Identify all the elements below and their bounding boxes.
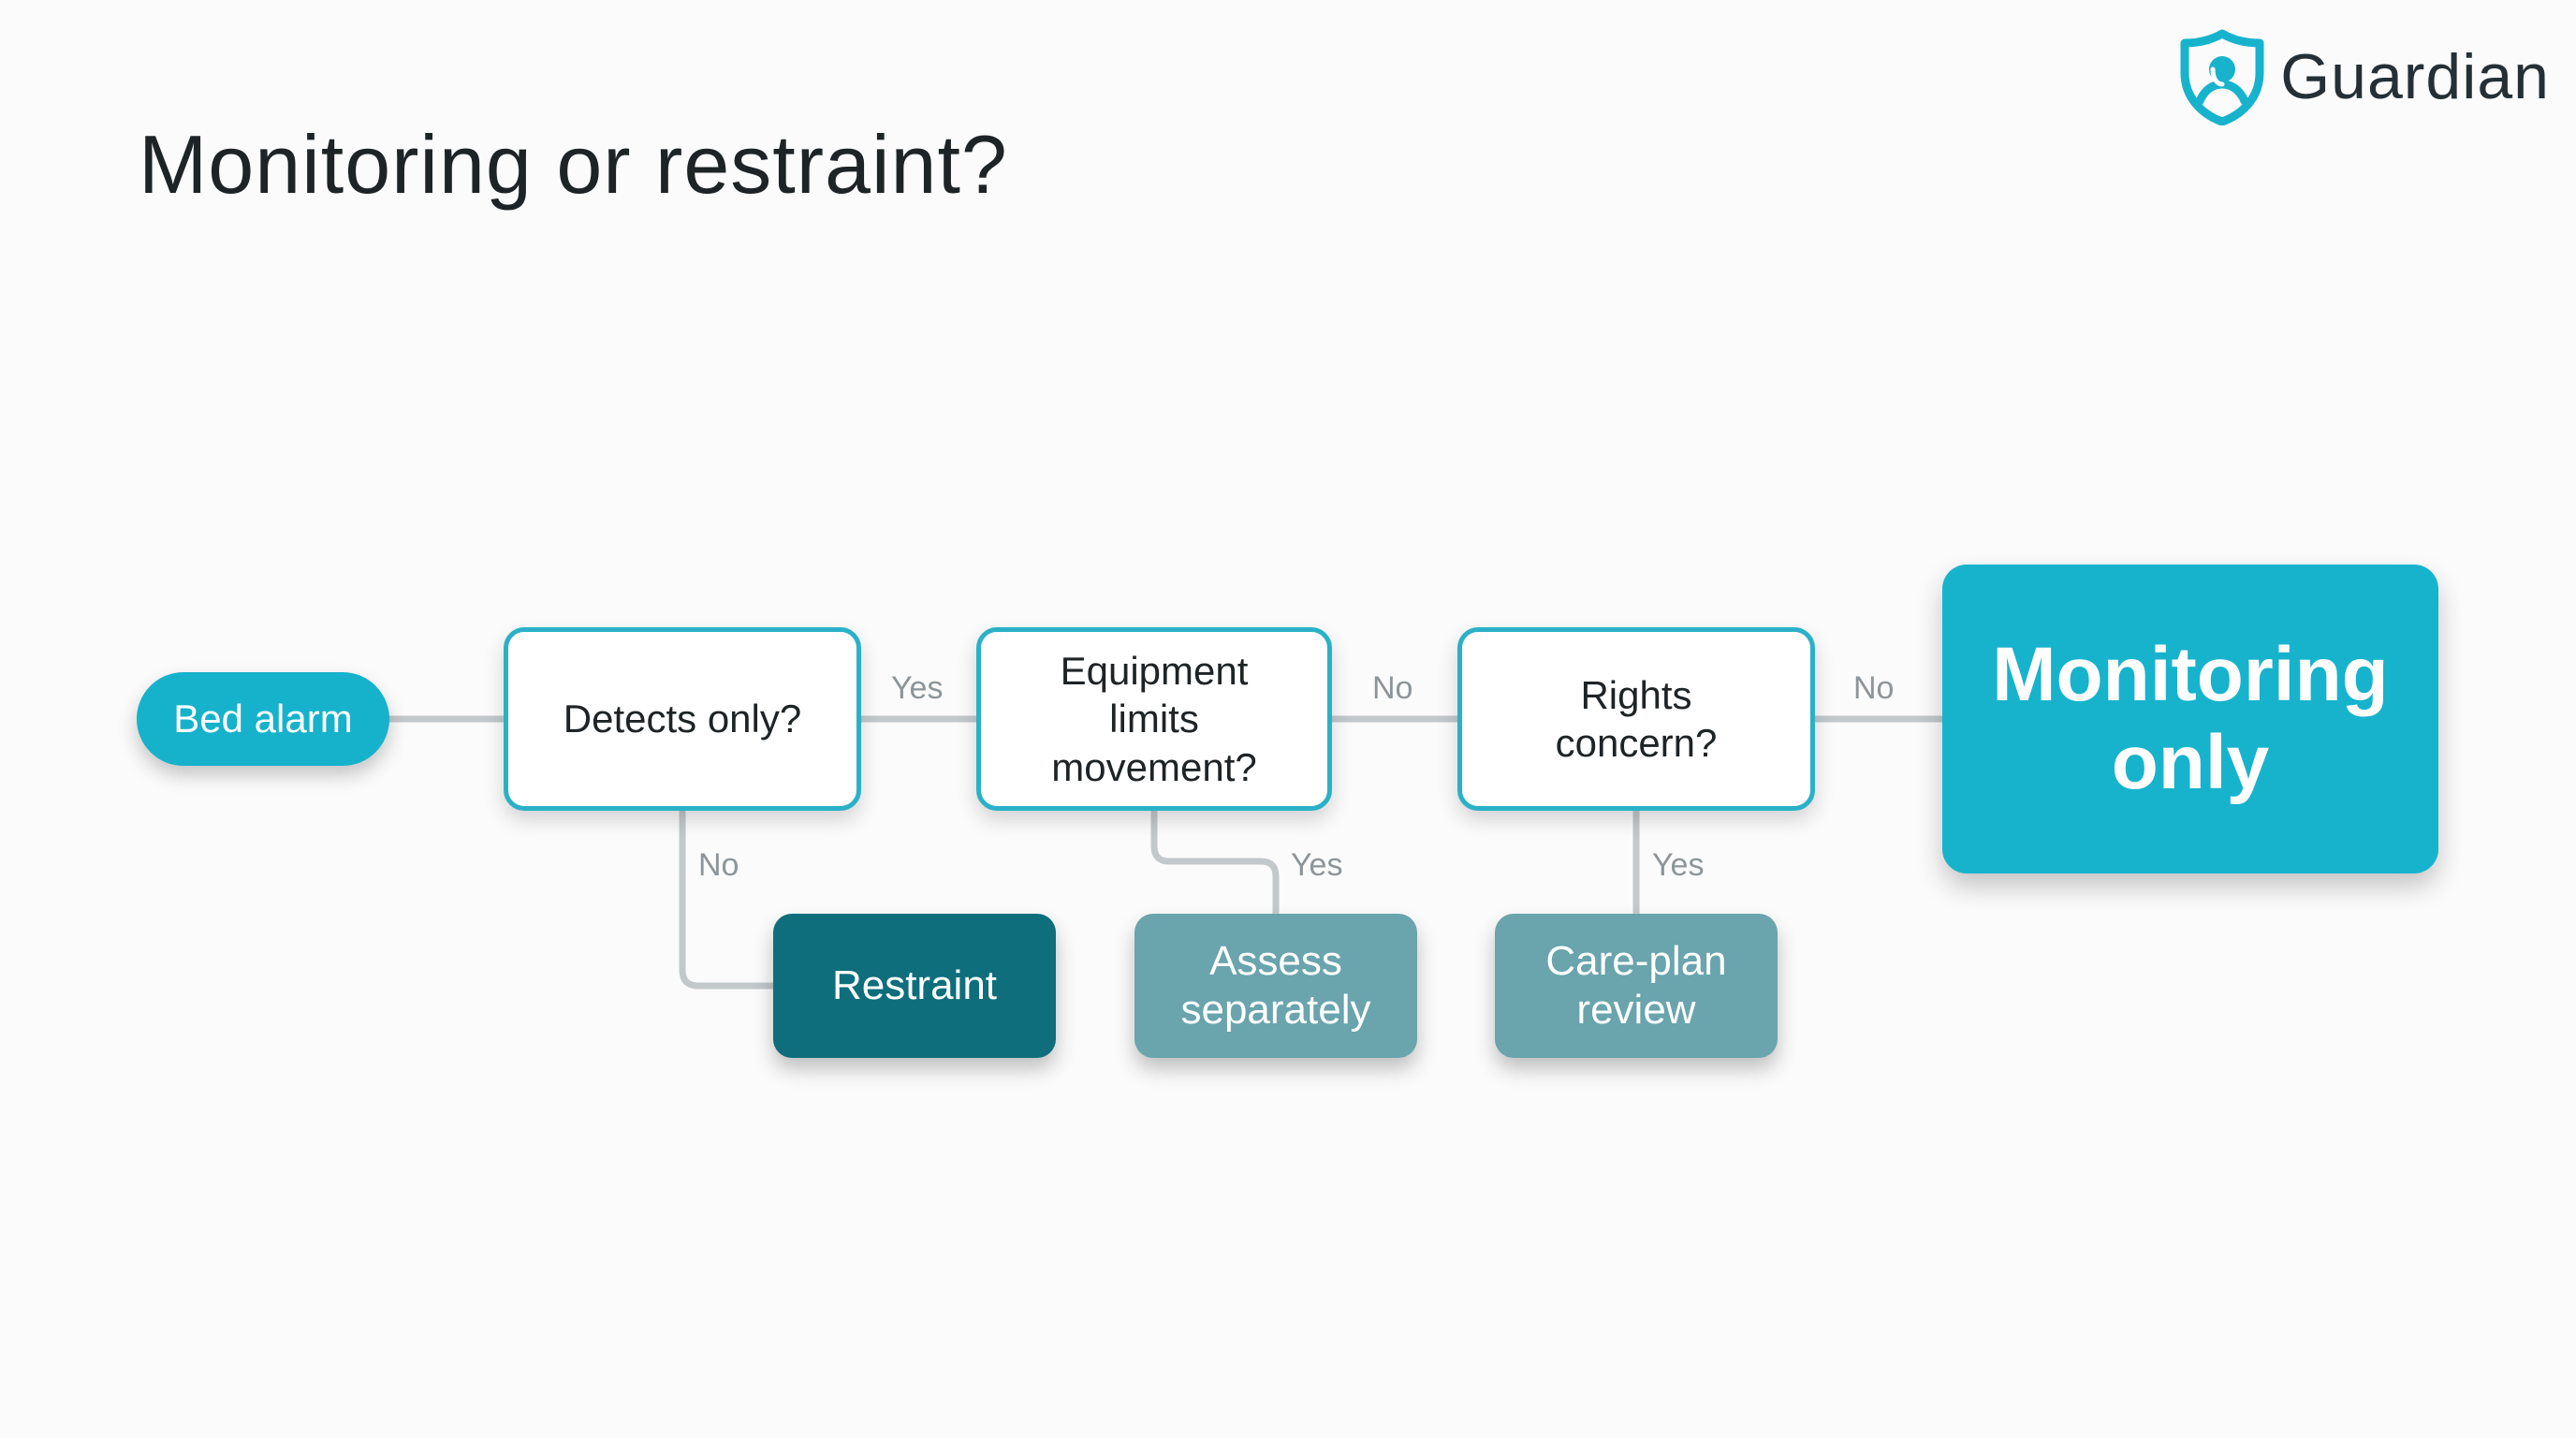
page-title: Monitoring or restraint? <box>139 118 1008 211</box>
edge-label-d3-no: No <box>1853 670 1895 706</box>
connector-d1-restraint <box>679 807 777 990</box>
edge-label-d2-yes: Yes <box>1291 847 1343 883</box>
outcome-care-plan-review[interactable]: Care-plan review <box>1495 914 1778 1058</box>
decision-equipment-limits-movement[interactable]: Equipment limits movement? <box>976 627 1332 811</box>
decision-label: Rights concern? <box>1555 672 1718 765</box>
final-node-label: Monitoring only <box>1992 631 2389 805</box>
final-node-monitoring-only[interactable]: Monitoring only <box>1942 565 2438 873</box>
shield-person-icon <box>2180 29 2264 125</box>
start-node-label: Bed alarm <box>173 697 353 741</box>
edge-label-d3-yes: Yes <box>1652 847 1705 883</box>
edge-label-d1-no: No <box>698 847 739 883</box>
edge-label-d2-no: No <box>1372 670 1413 706</box>
outcome-restraint[interactable]: Restraint <box>773 914 1056 1058</box>
outcome-label: Care-plan review <box>1545 938 1727 1033</box>
start-node-bed-alarm[interactable]: Bed alarm <box>137 672 389 766</box>
edge-label-d1-yes: Yes <box>891 670 944 706</box>
decision-label: Equipment limits movement? <box>1051 649 1257 789</box>
outcome-label: Assess separately <box>1180 938 1371 1033</box>
decision-detects-only[interactable]: Detects only? <box>504 627 861 811</box>
decision-label: Detects only? <box>563 697 802 741</box>
outcome-label: Restraint <box>831 962 998 1009</box>
outcome-assess-separately[interactable]: Assess separately <box>1134 914 1417 1058</box>
brand: Guardian <box>2175 28 2550 125</box>
connector-d2-assess <box>1150 807 1280 917</box>
decision-rights-concern[interactable]: Rights concern? <box>1457 627 1815 811</box>
brand-name: Guardian <box>2280 41 2550 112</box>
